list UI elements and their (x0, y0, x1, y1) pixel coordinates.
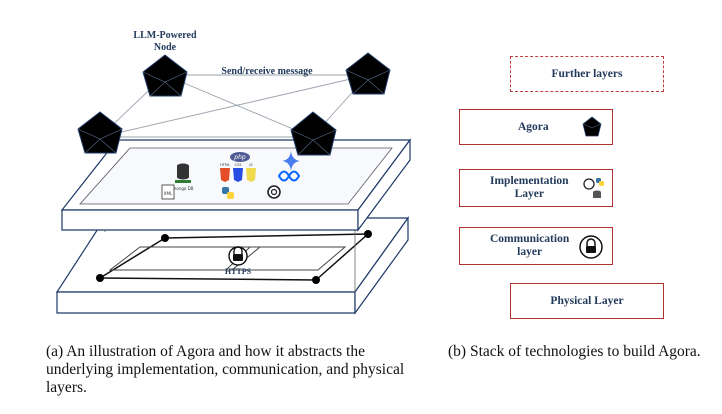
svg-text:XML: XML (164, 191, 173, 196)
physical-layer-box: Physical Layer (510, 283, 664, 319)
implementation-layer-box: Implementation Layer (459, 169, 613, 207)
agora-node-icon (582, 116, 602, 137)
svg-text:php: php (233, 154, 246, 161)
agora-layer-box: Agora (459, 109, 613, 145)
lock-icon (228, 246, 248, 266)
lock-icon (579, 235, 603, 259)
node-label-line1: LLM-Powered (133, 30, 197, 41)
openai-icon (267, 185, 281, 199)
caption-a: (a) An illustration of Agora and how it … (46, 343, 405, 396)
agora-layer-label: Agora (518, 121, 549, 133)
mongo-label: mongo DB (173, 186, 194, 191)
svg-text:JS: JS (248, 163, 253, 167)
communication-plane (96, 230, 372, 284)
physical-layer-label: Physical Layer (550, 295, 624, 307)
further-layers-box: Further layers (510, 56, 664, 92)
php-icon: php (230, 152, 250, 162)
communication-label-line1: Communication (490, 233, 570, 245)
llm-node (77, 111, 123, 154)
llm-node (290, 111, 337, 156)
html-css-js-icons: HTML CSS JS (220, 163, 256, 182)
llm-node (345, 52, 391, 95)
implementation-tech-icons (583, 178, 604, 198)
caption-b: (b) Stack of technologies to build Agora… (448, 343, 701, 360)
gemini-sparkle-icon (282, 151, 300, 171)
node-label-line2: Node (154, 42, 177, 53)
agora-illustration: mongo DB XML php HTML CSS JS HTTPS LLM-P… (55, 30, 412, 315)
https-label: HTTPS (225, 267, 252, 276)
communication-layer-box: Communication layer (459, 227, 613, 265)
communication-label-line2: layer (517, 246, 543, 258)
meta-icon (277, 170, 301, 182)
implementation-label-line2: Layer (514, 188, 544, 200)
svg-text:HTML: HTML (220, 163, 230, 167)
further-layers-label: Further layers (551, 68, 623, 80)
file-icon: XML (161, 184, 175, 200)
python-icon (222, 187, 234, 199)
database-icon (175, 163, 191, 183)
implementation-label-line1: Implementation (490, 175, 569, 187)
message-links (99, 74, 369, 138)
message-label: Send/receive message (221, 66, 313, 77)
llm-node (142, 54, 188, 97)
svg-text:CSS: CSS (235, 163, 243, 167)
